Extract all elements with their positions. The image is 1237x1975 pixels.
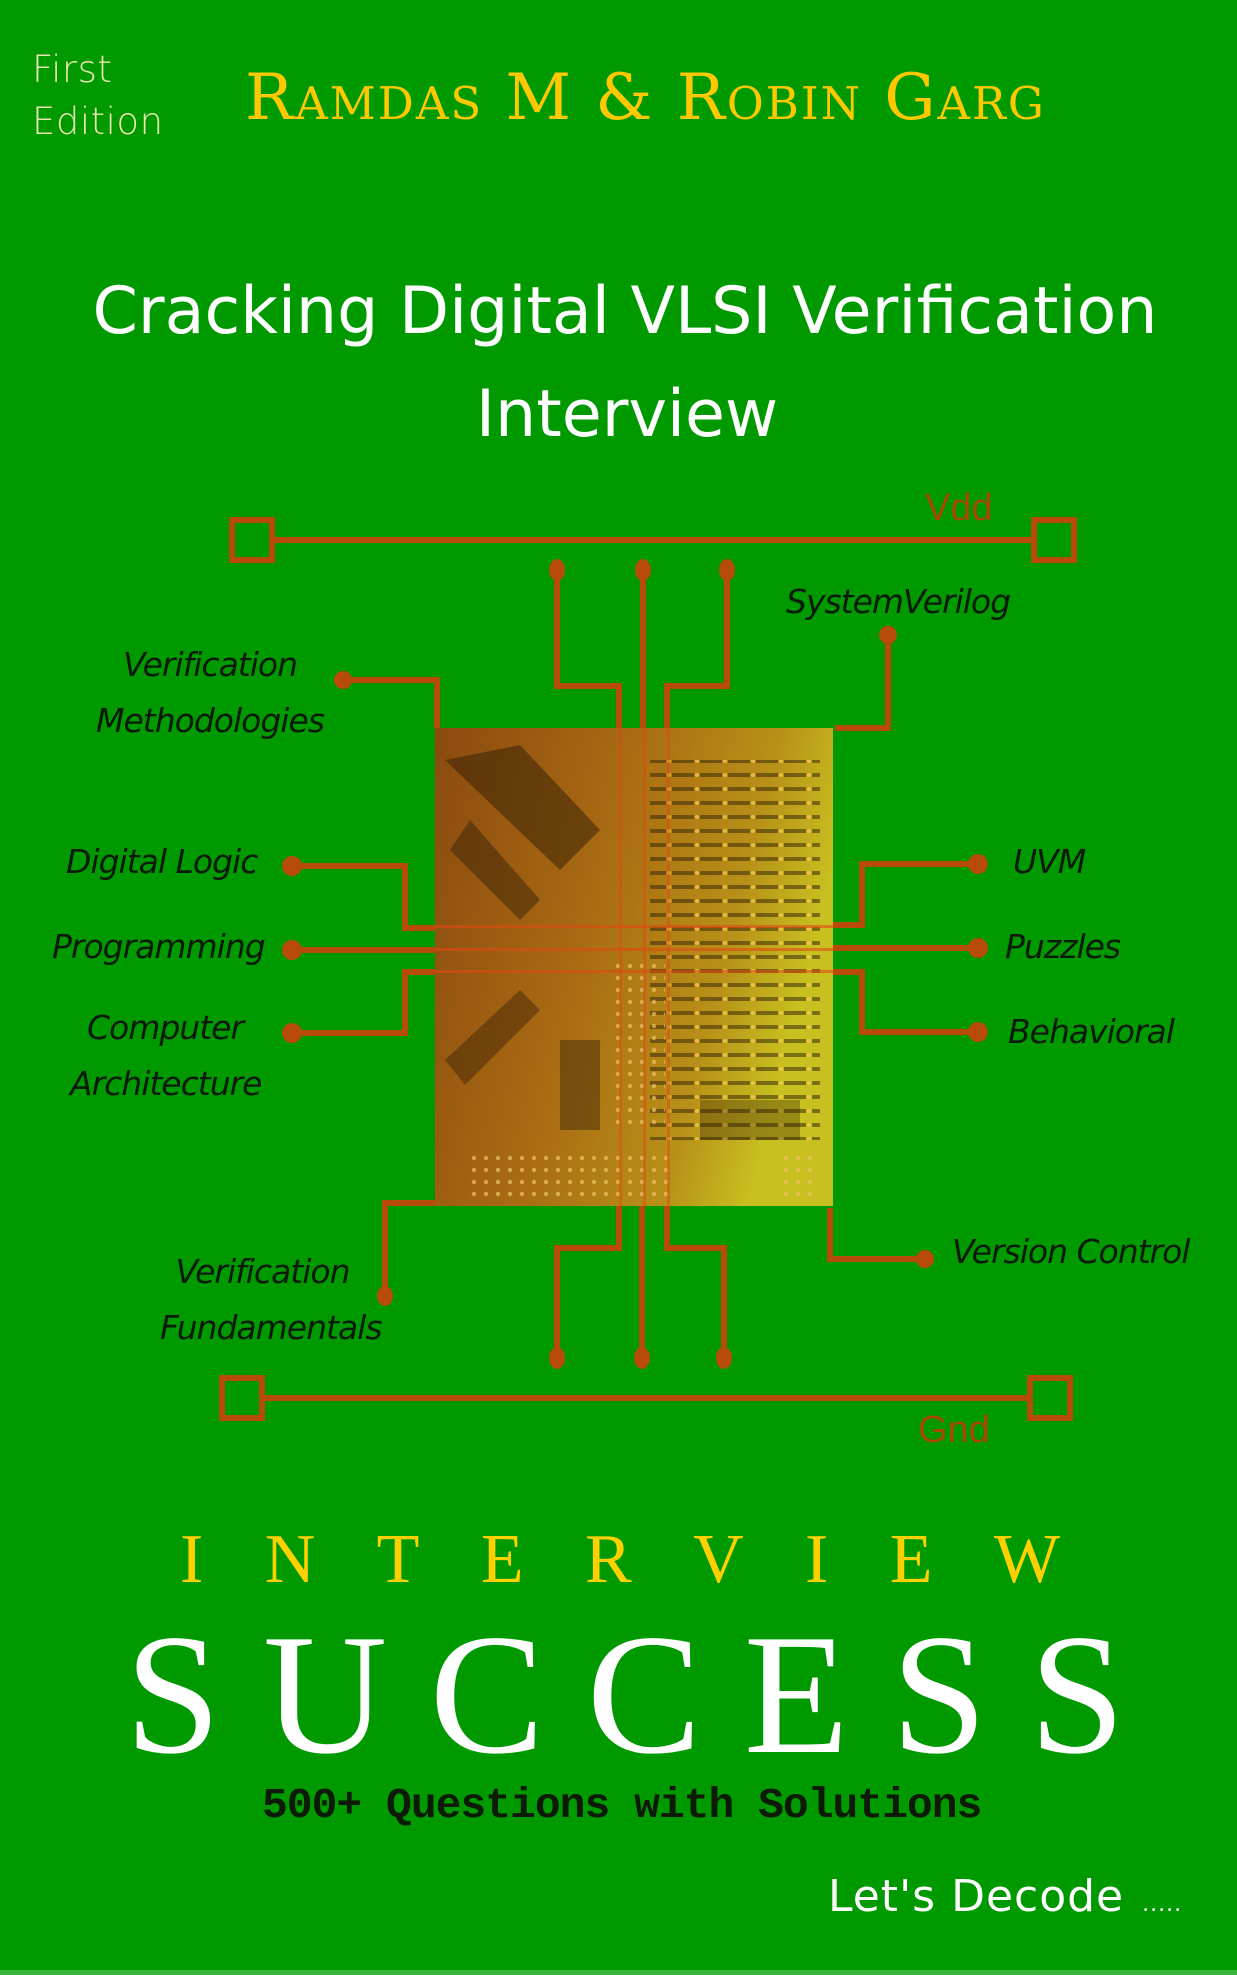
slogan: Let's Decode..... (828, 1870, 1182, 1932)
topic-puzzles: Puzzles (1005, 927, 1121, 966)
slogan-text: Let's Decode (828, 1871, 1125, 1922)
tagline-interview: I N T E R V I E W (180, 1521, 1060, 1598)
book-title-line-1: Cracking Digital VLSI Verification (92, 274, 1158, 349)
topic-version-control: Version Control (952, 1232, 1190, 1271)
edition-label: First Edition (32, 44, 164, 148)
book-title-line-2: Interview (475, 377, 779, 452)
topic-uvm: UVM (1013, 842, 1086, 881)
vdd-pad-right (1031, 517, 1077, 563)
vdd-pad-left (229, 517, 275, 563)
subtitle: 500+ Questions with Solutions (262, 1781, 982, 1830)
topic-verification-fundamentals: Verification Fundamentals (160, 1252, 383, 1347)
topic-programming: Programming (52, 927, 266, 966)
chip-image (435, 728, 833, 1206)
vdd-label: Vdd (925, 487, 993, 529)
gnd-pad-right (1027, 1375, 1073, 1421)
gnd-pad-left (219, 1375, 265, 1421)
bottom-edge (0, 1970, 1237, 1975)
topic-digital-logic: Digital Logic (66, 842, 258, 881)
tagline-success: S U C C E S S (125, 1600, 1125, 1790)
topic-systemverilog: SystemVerilog (786, 582, 1011, 621)
authors: Ramdas M & Robin Garg (245, 61, 1046, 135)
topic-behavioral: Behavioral (1008, 1012, 1175, 1051)
ellipsis: ..... (1142, 1892, 1183, 1917)
edition-line-1: First (32, 48, 113, 91)
gnd-label: Gnd (918, 1409, 990, 1451)
topic-computer-architecture: Computer Architecture (70, 1008, 262, 1103)
edition-line-2: Edition (32, 100, 164, 143)
topic-verification-methodologies: Verification Methodologies (96, 645, 325, 740)
